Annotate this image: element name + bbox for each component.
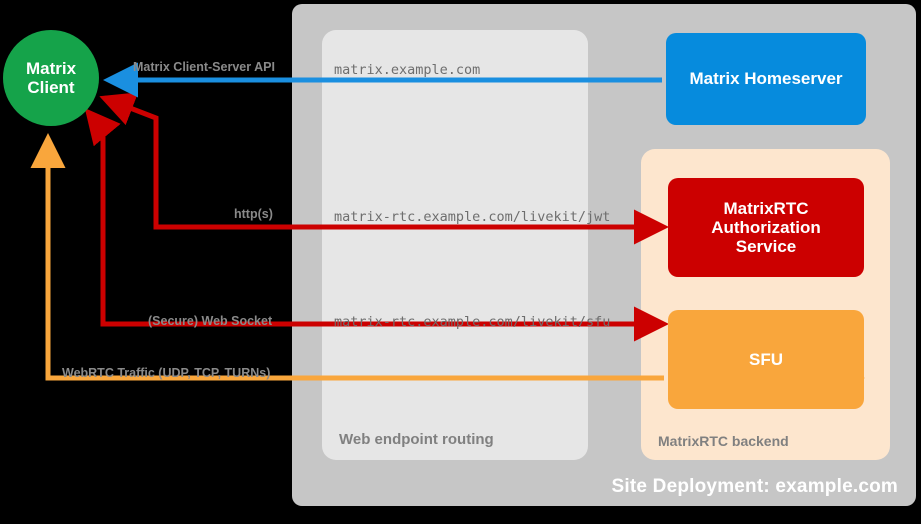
flow-label-https: http(s) — [234, 207, 273, 221]
node-matrix-homeserver[interactable]: Matrix Homeserver — [666, 33, 866, 125]
node-matrix-client[interactable]: Matrix Client — [3, 30, 99, 126]
endpoint-url-livekit-jwt: matrix-rtc.example.com/livekit/jwt — [334, 209, 611, 225]
sfu-label: SFU — [749, 349, 783, 369]
web-endpoint-routing-label: Web endpoint routing — [339, 431, 494, 448]
site-deployment-label: Site Deployment: example.com — [611, 476, 898, 497]
endpoint-url-livekit-sfu: matrix-rtc.example.com/livekit/sfu — [334, 314, 611, 330]
matrix-client-label-line2: Client — [27, 78, 75, 97]
node-sfu[interactable]: SFU — [668, 310, 864, 409]
matrix-client-label-line1: Matrix — [25, 58, 77, 78]
node-matrixrtc-authorization-service[interactable]: MatrixRTC Authorization Service — [668, 178, 864, 277]
flow-label-secure-web-socket: (Secure) Web Socket — [148, 314, 273, 328]
auth-label-line3: Service — [735, 237, 797, 257]
flow-label-matrix-client-server-api: Matrix Client-Server API — [133, 60, 275, 74]
endpoint-url-matrix: matrix.example.com — [334, 62, 481, 78]
matrix-homeserver-label: Matrix Homeserver — [689, 69, 843, 89]
auth-label-line1: MatrixRTC — [723, 198, 809, 218]
auth-label-line2: Authorization — [711, 217, 821, 237]
matrixrtc-backend-label: MatrixRTC backend — [658, 433, 789, 449]
flow-label-webrtc-traffic: WebRTC Traffic (UDP, TCP, TURNs) — [62, 366, 271, 380]
web-endpoint-routing-container: Web endpoint routing — [322, 30, 588, 460]
flow-https — [99, 92, 669, 245]
flow-secure-web-socket — [84, 108, 669, 342]
